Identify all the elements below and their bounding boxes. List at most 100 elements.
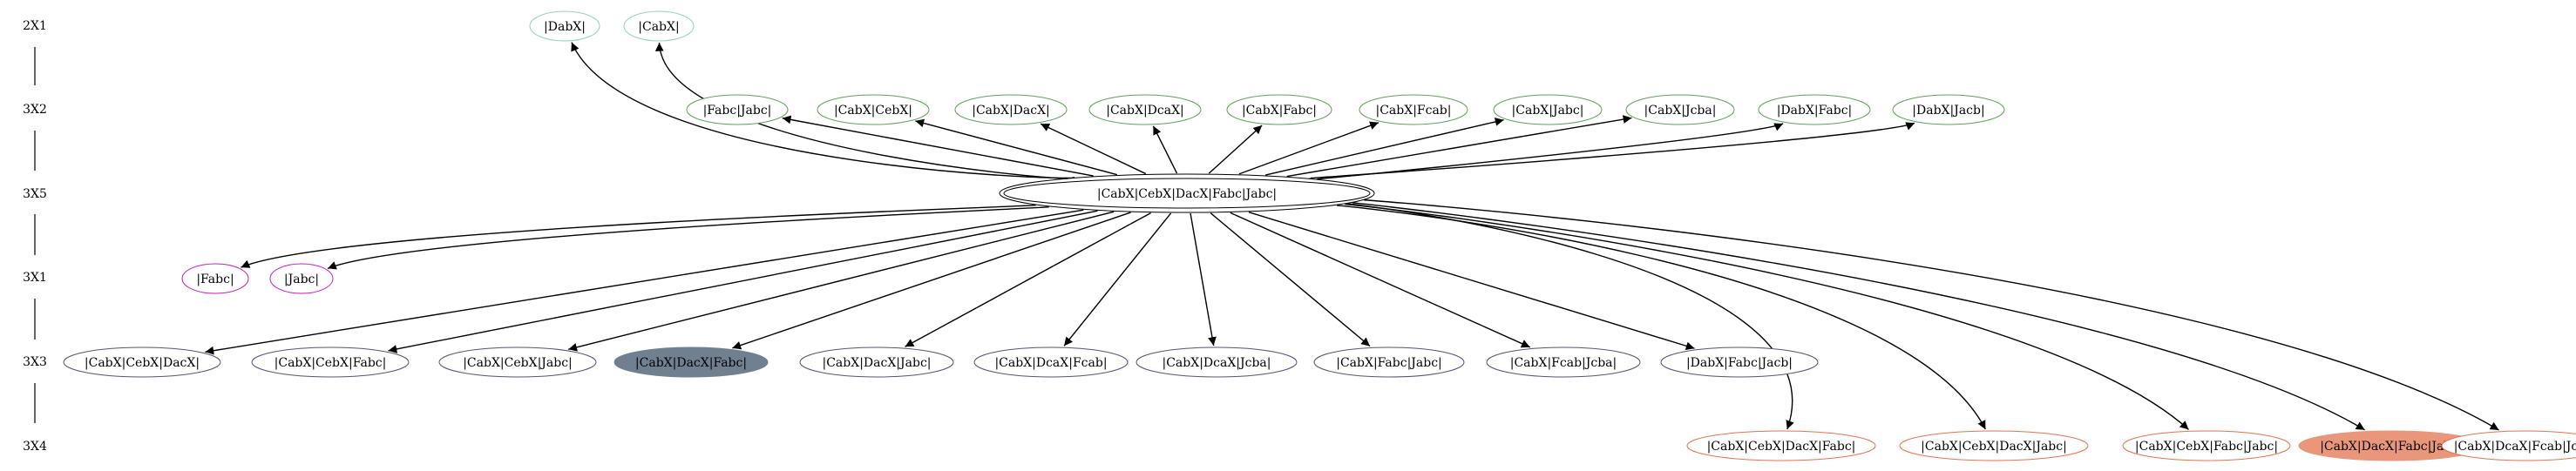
edge-c-to-r4b [1337, 205, 1986, 430]
node-ellipse [1899, 430, 2089, 461]
graph-node[interactable]: |CabX|Fabc|Jabc| [1313, 347, 1465, 378]
node-ellipse [63, 347, 221, 378]
node-ellipse [1226, 94, 1332, 125]
node-label: |CabX|DcaX|Fcab|Jcba| [2454, 440, 2576, 454]
graph-node[interactable]: |CabX|DacX| [954, 94, 1068, 125]
graph-node[interactable]: |Jabc| [269, 263, 334, 294]
node-label: |Fabc|Jabc| [703, 104, 772, 118]
node-ellipse [1003, 178, 1371, 209]
edge-c-to-r3b [388, 210, 1098, 353]
graph-node[interactable]: |CabX|CebX|DacX| [63, 347, 221, 378]
node-label: |CabX|Jcba| [1644, 104, 1717, 118]
node-label: |CabX|DacX|Fabc| [635, 356, 747, 370]
node-label: |CabX|Fcab|Jcba| [1510, 356, 1617, 370]
node-label: |Fabc| [196, 273, 234, 286]
node-label: |Jabc| [284, 273, 319, 286]
node-label: |CabX|DacX|Jabc| [823, 356, 932, 370]
node-label: |CabX|Fcab| [1375, 104, 1451, 118]
graph-node[interactable]: |DabX|Fabc|Jacb| [1660, 347, 1819, 378]
graph-node[interactable]: |CabX|CebX|Fabc| [251, 347, 410, 378]
edge-c-to-n3j [1309, 122, 1915, 179]
node-ellipse [438, 347, 597, 378]
node-ellipse [1625, 94, 1735, 125]
graph-node[interactable]: |DabX|Fabc| [1758, 94, 1871, 125]
graph-node[interactable]: |CabX|DcaX|Jcba| [1135, 347, 1298, 378]
graph-node[interactable]: |CabX|DacX|Fabc| [613, 347, 769, 378]
node-label: |CabX|Fabc| [1242, 104, 1317, 118]
node-ellipse [2122, 430, 2291, 461]
node-ellipse [623, 10, 695, 42]
node-label: |CabX|Fabc|Jabc| [1336, 356, 1442, 370]
edge-c-to-n3d [1152, 125, 1178, 174]
edge-c-to-n3c [1040, 123, 1147, 175]
graph-node[interactable]: |CabX|DacX|Fabc|Jabc| [2298, 430, 2484, 461]
node-ellipse [1493, 94, 1603, 125]
node-label: |DabX| [544, 20, 586, 34]
node-label: |CabX| [638, 20, 679, 34]
node-label: |CabX|CebX|DacX|Fabc| [1707, 440, 1856, 454]
edge-c-to-n3i [1317, 123, 1784, 180]
rank-label-3x4: 3X4 [23, 440, 47, 454]
graph-node[interactable]: |CabX| [623, 10, 695, 42]
rank-label-3x5: 3X5 [23, 187, 47, 201]
node-label: |DabX|Jacb| [1912, 104, 1984, 118]
node-ellipse-outer [999, 173, 1375, 213]
graph-node[interactable]: |CabX|DcaX|Fcab|Jcba| [2441, 430, 2576, 461]
node-label: |CabX|CebX|DacX| [85, 356, 200, 370]
node-ellipse [973, 347, 1129, 378]
center-node[interactable]: |CabX|CebX|DacX|Fabc|Jabc| [999, 173, 1375, 213]
graph-node[interactable]: |CabX|CebX|DacX|Jabc| [1899, 430, 2089, 461]
node-ellipse [1758, 94, 1871, 125]
graph-node[interactable]: |Fabc| [181, 263, 249, 294]
graph-node[interactable]: |CabX|Jcba| [1625, 94, 1735, 125]
graph-node[interactable]: |CabX|CebX|Jabc| [438, 347, 597, 378]
edge-c-to-r3f [1063, 212, 1172, 347]
rank-label-3x1: 3X1 [23, 271, 47, 285]
rank-label-3x2: 3X2 [23, 103, 47, 117]
node-ellipse [799, 347, 954, 378]
edge-c-to-r3e [905, 212, 1151, 347]
graph-node[interactable]: |CabX|Fabc| [1226, 94, 1332, 125]
node-ellipse [1660, 347, 1819, 378]
node-label: |CabX|CebX| [834, 104, 912, 118]
node-label: |CabX|DacX|Fabc|Jabc| [2320, 440, 2463, 454]
edge-c-to-r3h [1210, 212, 1371, 347]
graph-node[interactable]: |CabX|Fcab|Jcba| [1486, 347, 1641, 378]
node-label: |CabX|CebX|DacX|Fabc|Jabc| [1097, 187, 1277, 201]
graph-node[interactable]: |CabX|CebX| [817, 94, 930, 125]
graph-node[interactable]: |DabX|Jacb| [1892, 94, 2005, 125]
node-label: |DabX|Fabc| [1777, 104, 1853, 118]
node-ellipse [954, 94, 1068, 125]
graph-node[interactable]: |CabX|CebX|Fabc|Jabc| [2122, 430, 2291, 461]
edge-c-to-r3c [568, 211, 1115, 352]
node-ellipse [1313, 347, 1465, 378]
node-layer: |DabX| |CabX| |Fabc|Jabc| |CabX|CebX| |CabX|… [63, 10, 2576, 461]
node-label: |CabX|DacX| [972, 104, 1050, 118]
rank-label-3x3: 3X3 [23, 355, 47, 369]
node-label: |CabX|DcaX|Fcab| [994, 356, 1107, 370]
edge-c-to-n3h [1286, 115, 1632, 178]
node-ellipse [817, 94, 930, 125]
node-ellipse [1892, 94, 2005, 125]
edge-c-to-r4d [1352, 202, 2365, 431]
node-label: |CabX|CebX|Fabc| [275, 356, 387, 370]
graph-node[interactable]: |CabX|Fcab| [1359, 94, 1468, 125]
node-label: |CabX|CebX|Fabc|Jabc| [2135, 440, 2278, 454]
edge-c-to-n1a [241, 205, 1036, 268]
node-label: |CabX|CebX|Jabc| [463, 356, 573, 370]
graph-node[interactable]: |Fabc|Jabc| [686, 94, 789, 125]
node-ellipse [1359, 94, 1468, 125]
node-ellipse [2441, 430, 2576, 461]
graph-node[interactable]: |CabX|DcaX|Fcab| [973, 347, 1129, 378]
graph-node[interactable]: |CabX|CebX|DacX|Fabc| [1686, 430, 1876, 461]
node-label: |DabX|Fabc|Jacb| [1686, 356, 1793, 370]
edge-c-to-r3a [205, 209, 1084, 355]
graph-node[interactable]: |CabX|DcaX| [1088, 94, 1202, 125]
edge-c-to-n3g [1264, 118, 1504, 176]
graph-node[interactable]: |DabX| [529, 10, 600, 42]
node-ellipse [251, 347, 410, 378]
graph-node[interactable]: |CabX|Jabc| [1493, 94, 1603, 125]
rank-label-2x1: 2X1 [23, 19, 47, 33]
graph-node[interactable]: |CabX|DacX|Jabc| [799, 347, 954, 378]
